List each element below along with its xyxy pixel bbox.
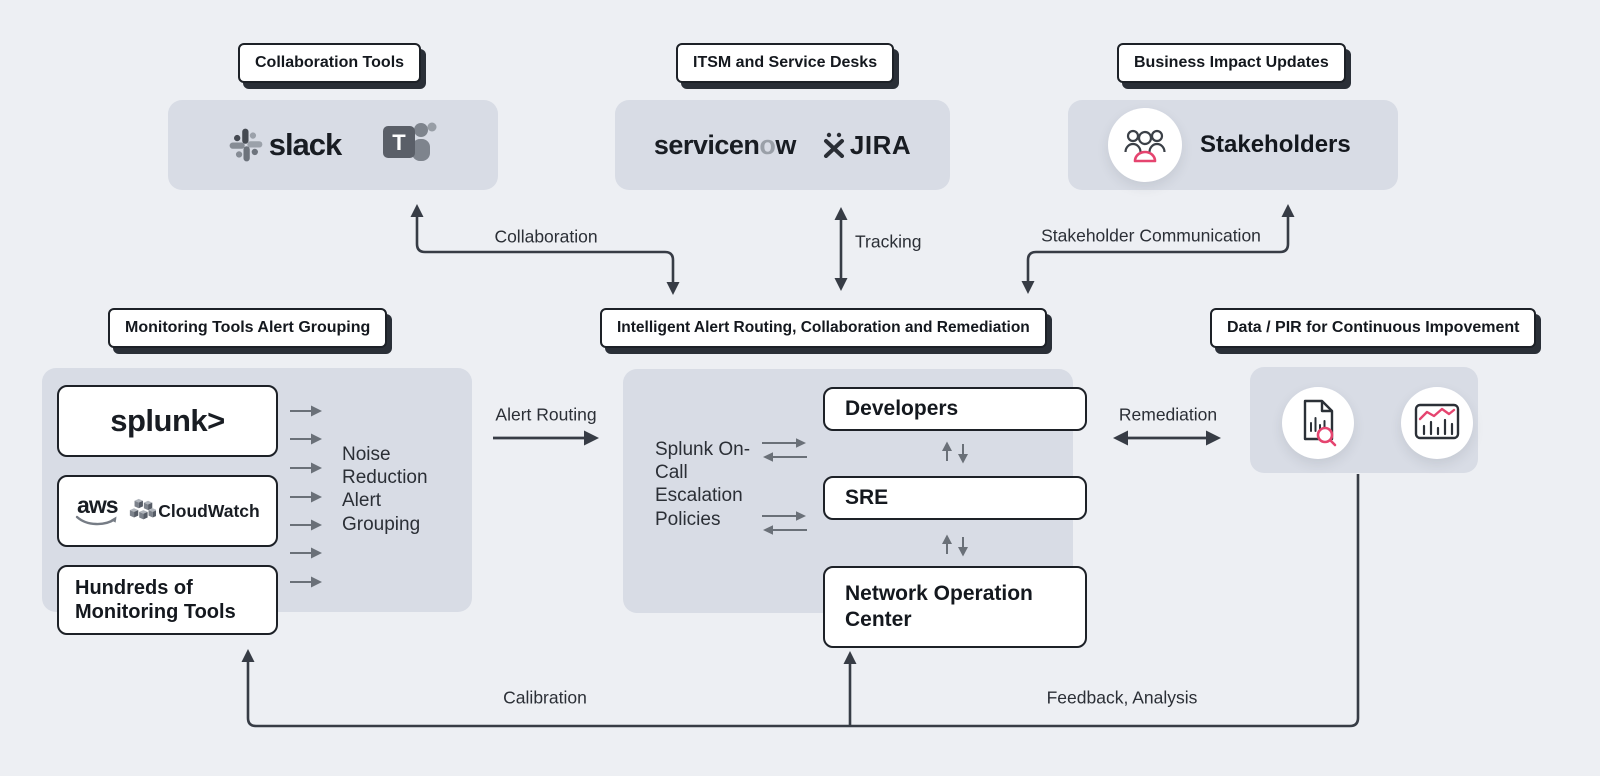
slack-icon: [229, 128, 263, 162]
trend-chart-icon: [1414, 403, 1460, 440]
servicenow-text-post: w: [775, 129, 796, 160]
itsm-logos: servicenow JIRA: [615, 100, 950, 190]
tag-data-pir: Data / PIR for Continuous Impovement: [1210, 308, 1537, 348]
jira-logo: JIRA: [822, 130, 911, 161]
servicenow-text-pre: servicen: [653, 129, 760, 160]
aws-cloudwatch-node: aws CloudWatch: [57, 475, 278, 547]
alert-routing-label: Alert Routing: [495, 404, 597, 425]
feedback-analysis-label: Feedback, Analysis: [1046, 687, 1198, 708]
collaboration-connector: [410, 204, 680, 295]
slack-wordmark: slack: [268, 127, 343, 162]
tag-business-impact-label: Business Impact Updates: [1134, 54, 1329, 71]
servicenow-wordmark: servicenow: [653, 129, 797, 161]
remediation-connector: [1113, 430, 1221, 446]
report-search-circle: [1282, 387, 1354, 459]
report-search-icon: [1303, 399, 1337, 447]
tag-intelligent-alert-routing: Intelligent Alert Routing, Collaboration…: [600, 308, 1047, 348]
tag-itsm-label: ITSM and Service Desks: [693, 54, 878, 71]
aws-wordmark: aws: [77, 491, 118, 518]
developers-node: Developers: [823, 387, 1087, 431]
teams-initial: T: [393, 130, 407, 155]
stakeholder-communication-connector: [1021, 204, 1295, 294]
tag-collaboration-tools-label: Collaboration Tools: [255, 54, 405, 71]
cloudwatch-logo: CloudWatch: [128, 497, 260, 525]
tracking-label: Tracking: [855, 231, 922, 252]
itsm-panel: [615, 100, 950, 190]
collaboration-label: Collaboration: [494, 226, 598, 247]
escalation-policies-text: Splunk On-Call Escalation Policies: [655, 439, 751, 530]
tracking-connector: [834, 207, 848, 291]
noise-reduction-text: Noise Reduction Alert Grouping: [342, 444, 428, 535]
servicenow-o-glyph: o: [759, 129, 776, 160]
team-updown-arrows: [942, 441, 968, 557]
microsoft-teams-icon: T: [383, 122, 437, 161]
cloudwatch-wordmark: CloudWatch: [158, 500, 260, 521]
noc-node: Network Operation Center: [823, 566, 1087, 648]
slack-logo: slack: [229, 127, 342, 163]
jira-icon: [823, 132, 844, 158]
tag-monitoring-tools-alert-grouping: Monitoring Tools Alert Grouping: [108, 308, 388, 348]
remediation-label: Remediation: [1118, 404, 1218, 425]
stakeholder-communication-label: Stakeholder Communication: [1041, 225, 1261, 246]
jira-wordmark: JIRA: [849, 129, 912, 160]
feedback-loop-connector: [241, 474, 1360, 728]
sre-label: SRE: [845, 486, 889, 510]
cloudwatch-cubes-icon: [130, 498, 157, 520]
calibration-label: Calibration: [503, 687, 587, 708]
splunk-node: splunk>: [57, 385, 278, 457]
alert-fanin-arrows: [290, 405, 322, 588]
collaboration-tools-panel: [168, 100, 498, 190]
hundreds-monitoring-label: Hundreds of Monitoring Tools: [75, 576, 236, 623]
tag-routing-label: Intelligent Alert Routing, Collaboration…: [617, 319, 1030, 336]
tag-itsm-service-desks: ITSM and Service Desks: [676, 43, 895, 83]
stakeholders-avatar: [1108, 108, 1182, 182]
stakeholders-label: Stakeholders: [1200, 131, 1351, 158]
microsoft-teams-logo: T: [381, 118, 437, 173]
escalation-exchange-arrows: [762, 438, 807, 535]
developers-label: Developers: [845, 397, 959, 421]
tag-data-pir-label: Data / PIR for Continuous Impovement: [1227, 319, 1520, 336]
splunk-wordmark: splunk>: [110, 403, 225, 438]
aws-smile-icon: [76, 516, 117, 526]
collaboration-logos: slack T: [168, 100, 498, 190]
stakeholders-icon: [1124, 129, 1166, 163]
alert-routing-connector: [493, 430, 599, 446]
tag-collaboration-tools: Collaboration Tools: [238, 43, 422, 83]
aws-logo: aws: [75, 491, 119, 528]
tag-business-impact-updates: Business Impact Updates: [1117, 43, 1346, 83]
hundreds-monitoring-node: Hundreds of Monitoring Tools: [57, 565, 278, 635]
noc-label: Network Operation Center: [845, 582, 1033, 631]
tag-monitoring-label: Monitoring Tools Alert Grouping: [125, 319, 371, 336]
sre-node: SRE: [823, 476, 1087, 520]
trend-chart-circle: [1401, 387, 1473, 459]
